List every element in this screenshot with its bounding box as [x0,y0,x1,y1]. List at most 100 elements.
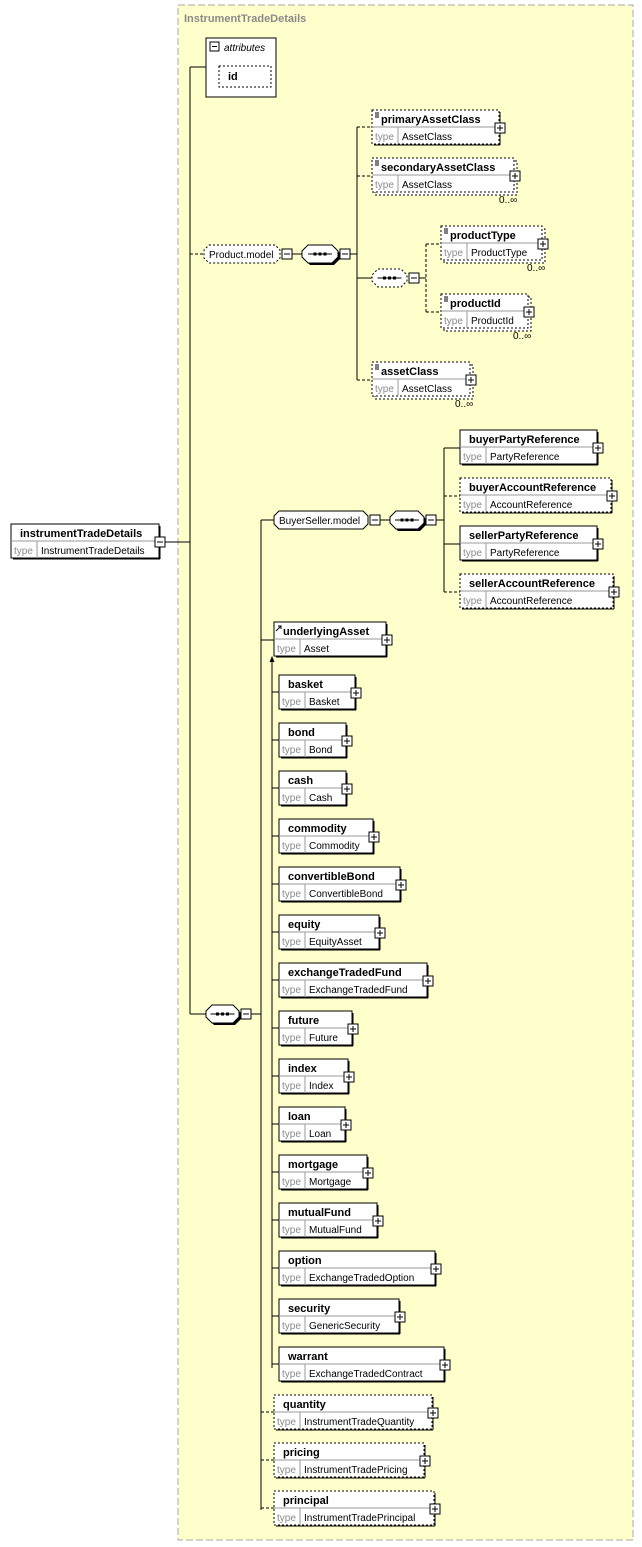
expand-icon[interactable] [429,1503,441,1515]
type-key: type [282,793,301,804]
expand-icon[interactable] [509,170,521,182]
type-value: GenericSecurity [309,1321,380,1332]
expand-icon[interactable] [372,1215,384,1227]
type-key: type [375,132,394,143]
element-name: buyerAccountReference [469,482,596,494]
collapse-icon[interactable] [281,248,293,260]
type-value: ExchangeTradedContract [309,1369,423,1380]
collapse-icon[interactable] [408,272,420,284]
group-label: BuyerSeller.model [279,516,360,527]
type-key: type [282,1225,301,1236]
expand-icon[interactable] [374,927,386,939]
attributes-label: attributes [224,43,265,54]
expand-icon[interactable] [494,122,506,134]
expand-icon[interactable] [347,1023,359,1035]
type-key: type [277,1465,296,1476]
expand-icon[interactable] [430,1263,442,1275]
expand-icon[interactable] [368,831,380,843]
collapse-icon[interactable] [369,514,381,526]
expand-icon[interactable] [419,1455,431,1467]
product-model-sequence[interactable] [301,244,351,265]
expand-icon[interactable] [592,442,604,454]
expand-icon[interactable] [343,1071,355,1083]
type-value: AccountReference [490,500,573,511]
expand-icon[interactable] [340,1119,352,1131]
expand-icon[interactable] [537,238,549,250]
type-value: InstrumentTradeDetails [41,546,145,557]
collapse-icon[interactable] [425,514,437,526]
element-name: mortgage [288,1159,338,1171]
expand-icon[interactable] [154,536,166,548]
expand-icon[interactable] [592,538,604,550]
type-key: type [282,697,301,708]
expand-icon[interactable] [422,975,434,987]
expand-icon[interactable] [394,1311,406,1323]
element-buyerAccountReference[interactable]: buyerAccountReference type AccountReferenc… [459,477,618,514]
type-value: InstrumentTradePrincipal [304,1513,415,1524]
buyer-seller-model-group[interactable]: BuyerSeller.model [273,510,381,530]
element-name: index [288,1063,318,1075]
expand-icon[interactable] [523,306,535,318]
occurrence-label: 0..∞ [527,263,545,274]
type-value: ProductType [471,248,528,259]
product-type-sequence[interactable] [371,268,420,288]
element-ref-icon [375,364,379,370]
product-model-group[interactable]: Product.model [203,244,293,264]
complex-type-title: InstrumentTradeDetails [184,13,306,25]
expand-icon[interactable] [362,1167,374,1179]
expand-icon[interactable] [341,735,353,747]
type-key: type [444,248,463,259]
expand-icon[interactable] [439,1359,451,1371]
expand-icon[interactable] [395,879,407,891]
expand-icon[interactable] [341,783,353,795]
group-label: Product.model [209,250,273,261]
expand-icon[interactable] [465,374,477,386]
type-key: type [282,1081,301,1092]
expand-icon[interactable] [608,586,620,598]
main-sequence[interactable] [205,1004,252,1025]
type-key: type [463,500,482,511]
expand-icon[interactable] [427,1407,439,1419]
type-value: InstrumentTradePricing [304,1465,408,1476]
occurrence-label: 0..∞ [455,399,473,410]
collapse-icon[interactable] [339,248,351,260]
collapse-icon[interactable] [240,1008,252,1020]
element-name: sellerPartyReference [469,530,578,542]
expand-icon[interactable] [606,490,618,502]
type-key: type [282,1177,301,1188]
reference-arrow-icon [275,625,282,632]
buyer-seller-sequence[interactable] [389,510,437,531]
type-key: type [282,937,301,948]
expand-icon[interactable] [350,687,362,699]
type-key: type [282,1369,301,1380]
expand-icon[interactable] [381,634,393,646]
